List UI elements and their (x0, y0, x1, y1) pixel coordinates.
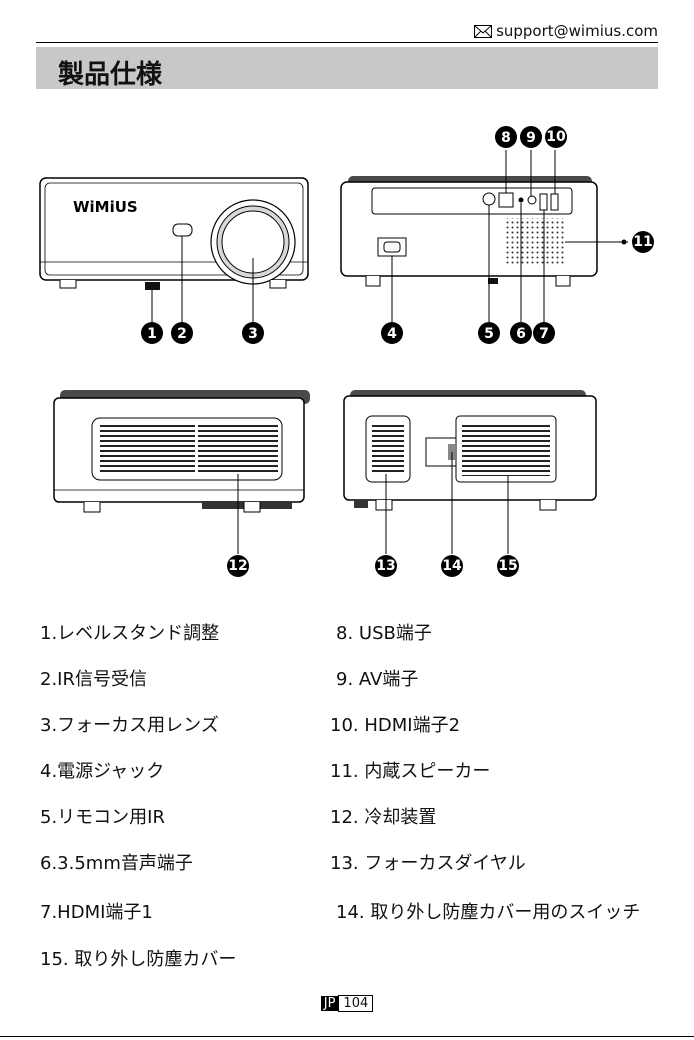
callout-7: 7 (533, 322, 555, 344)
bottom-rule (0, 1036, 694, 1037)
callout-3: 3 (242, 322, 264, 344)
callout-5: 5 (478, 322, 500, 344)
svg-text:12: 12 (228, 558, 247, 574)
spec-item-5: 5.リモコン用IR (40, 803, 165, 829)
spec-item-3: 3.フォーカス用レンズ (40, 711, 219, 737)
brand-logo: WiMiUS (73, 198, 138, 216)
spec-item-15: 15. 取り外し防塵カバー (40, 945, 236, 971)
svg-text:2: 2 (177, 326, 187, 342)
spec-item-14: 14. 取り外し防塵カバー用のスイッチ (336, 898, 640, 924)
language-tag: JP (321, 996, 339, 1011)
callout-12: 12 (227, 555, 249, 577)
callout-14: 14 (441, 555, 463, 577)
callout-13: 13 (375, 555, 397, 577)
spec-item-2: 2.IR信号受信 (40, 665, 147, 691)
svg-text:1: 1 (147, 326, 157, 342)
svg-text:8: 8 (501, 130, 511, 146)
svg-text:6: 6 (516, 326, 526, 342)
spec-item-9: 9. AV端子 (336, 665, 418, 691)
spec-item-8: 8. USB端子 (336, 619, 432, 645)
svg-text:15: 15 (498, 558, 517, 574)
page-number: 104 (338, 995, 373, 1012)
svg-text:13: 13 (376, 558, 395, 574)
side-left-figure (54, 390, 310, 554)
callout-1: 1 (141, 322, 163, 344)
callout-8: 8 (495, 126, 517, 148)
callout-2: 2 (171, 322, 193, 344)
spec-item-12: 12. 冷却装置 (330, 803, 436, 829)
callout-11: 11 (632, 231, 654, 253)
svg-text:14: 14 (442, 558, 462, 574)
spec-item-4: 4.電源ジャック (40, 757, 164, 783)
spec-item-13: 13. フォーカスダイヤル (330, 849, 526, 875)
svg-text:7: 7 (539, 326, 549, 342)
rear-view-figure (341, 150, 628, 322)
svg-text:10: 10 (546, 129, 566, 145)
svg-text:4: 4 (387, 326, 397, 342)
callout-9: 9 (520, 126, 542, 148)
front-view-figure: WiMiUS (40, 178, 308, 322)
svg-text:11: 11 (633, 234, 652, 250)
spec-item-10: 10. HDMI端子2 (330, 711, 460, 737)
product-figures: WiMiUS (0, 0, 694, 600)
side-right-figure (344, 390, 596, 554)
svg-text:5: 5 (484, 326, 494, 342)
spec-item-11: 11. 内蔵スピーカー (330, 757, 490, 783)
svg-text:3: 3 (248, 326, 258, 342)
spec-item-1: 1.レベルスタンド調整 (40, 619, 219, 645)
spec-item-6: 6.3.5mm音声端子 (40, 849, 193, 875)
spec-item-7: 7.HDMI端子1 (40, 898, 153, 924)
callout-6: 6 (510, 322, 532, 344)
svg-text:9: 9 (526, 130, 536, 146)
callout-4: 4 (381, 322, 403, 344)
callout-10: 10 (545, 126, 567, 148)
callout-15: 15 (497, 555, 519, 577)
